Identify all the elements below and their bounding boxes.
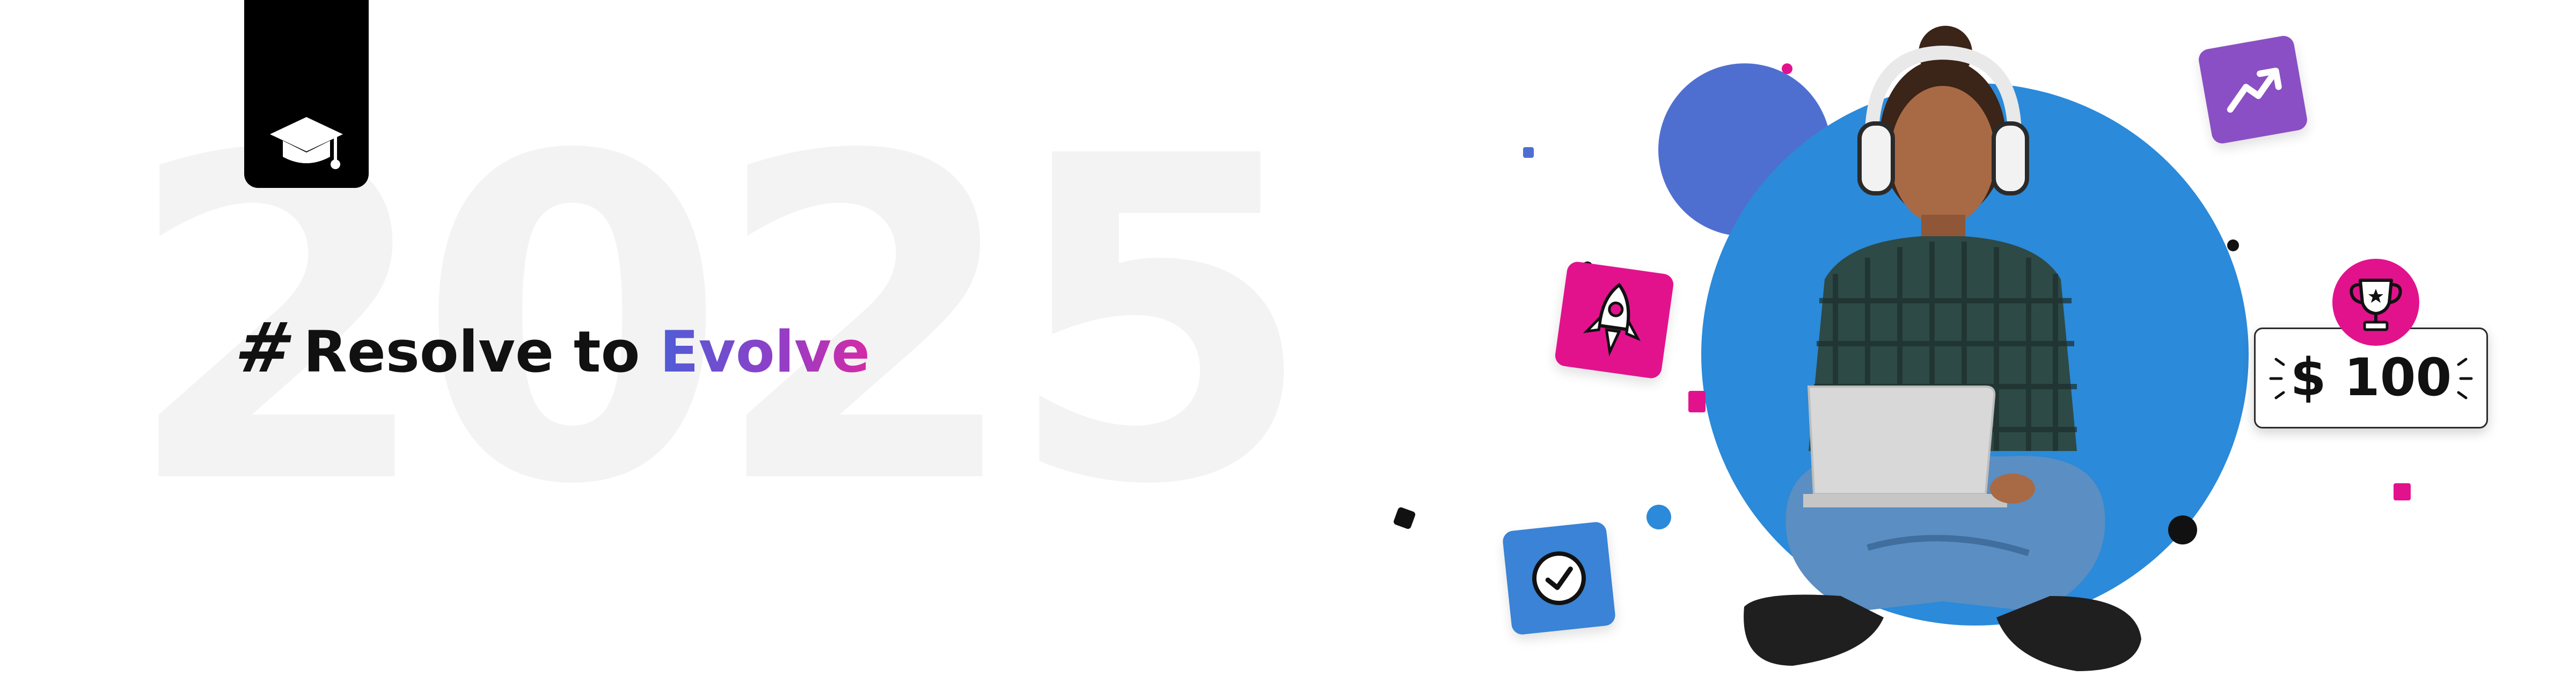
headline-highlight: Evolve (660, 319, 870, 385)
decor-dot (1782, 63, 1792, 74)
headline: #Resolve to Evolve (229, 308, 870, 388)
student-with-laptop-illustration (1744, 26, 2141, 671)
decor-dot (1523, 147, 1534, 158)
sparkle-lines (2269, 358, 2473, 399)
decor-dot (2227, 239, 2239, 251)
trophy-badge (2332, 259, 2419, 346)
decor-dot (1688, 391, 1706, 412)
rocket-tile (1554, 260, 1675, 380)
decor-dot (1646, 505, 1671, 529)
decor-dot (2168, 515, 2197, 544)
check-circle-icon (1532, 551, 1586, 605)
rocket-icon (1583, 282, 1641, 357)
trend-tile (2197, 34, 2309, 146)
decor-dot (1393, 506, 1416, 530)
trending-up-icon (2227, 68, 2282, 113)
trophy-icon (2350, 279, 2402, 331)
graduation-cap-icon (270, 117, 343, 169)
logo-tab[interactable] (244, 0, 369, 188)
headline-plain: Resolve to (303, 319, 660, 385)
decor-dot (2394, 483, 2411, 500)
headline-hash: # (229, 308, 301, 388)
check-tile (1502, 521, 1616, 636)
prize-amount: $ 100 (2290, 347, 2452, 408)
